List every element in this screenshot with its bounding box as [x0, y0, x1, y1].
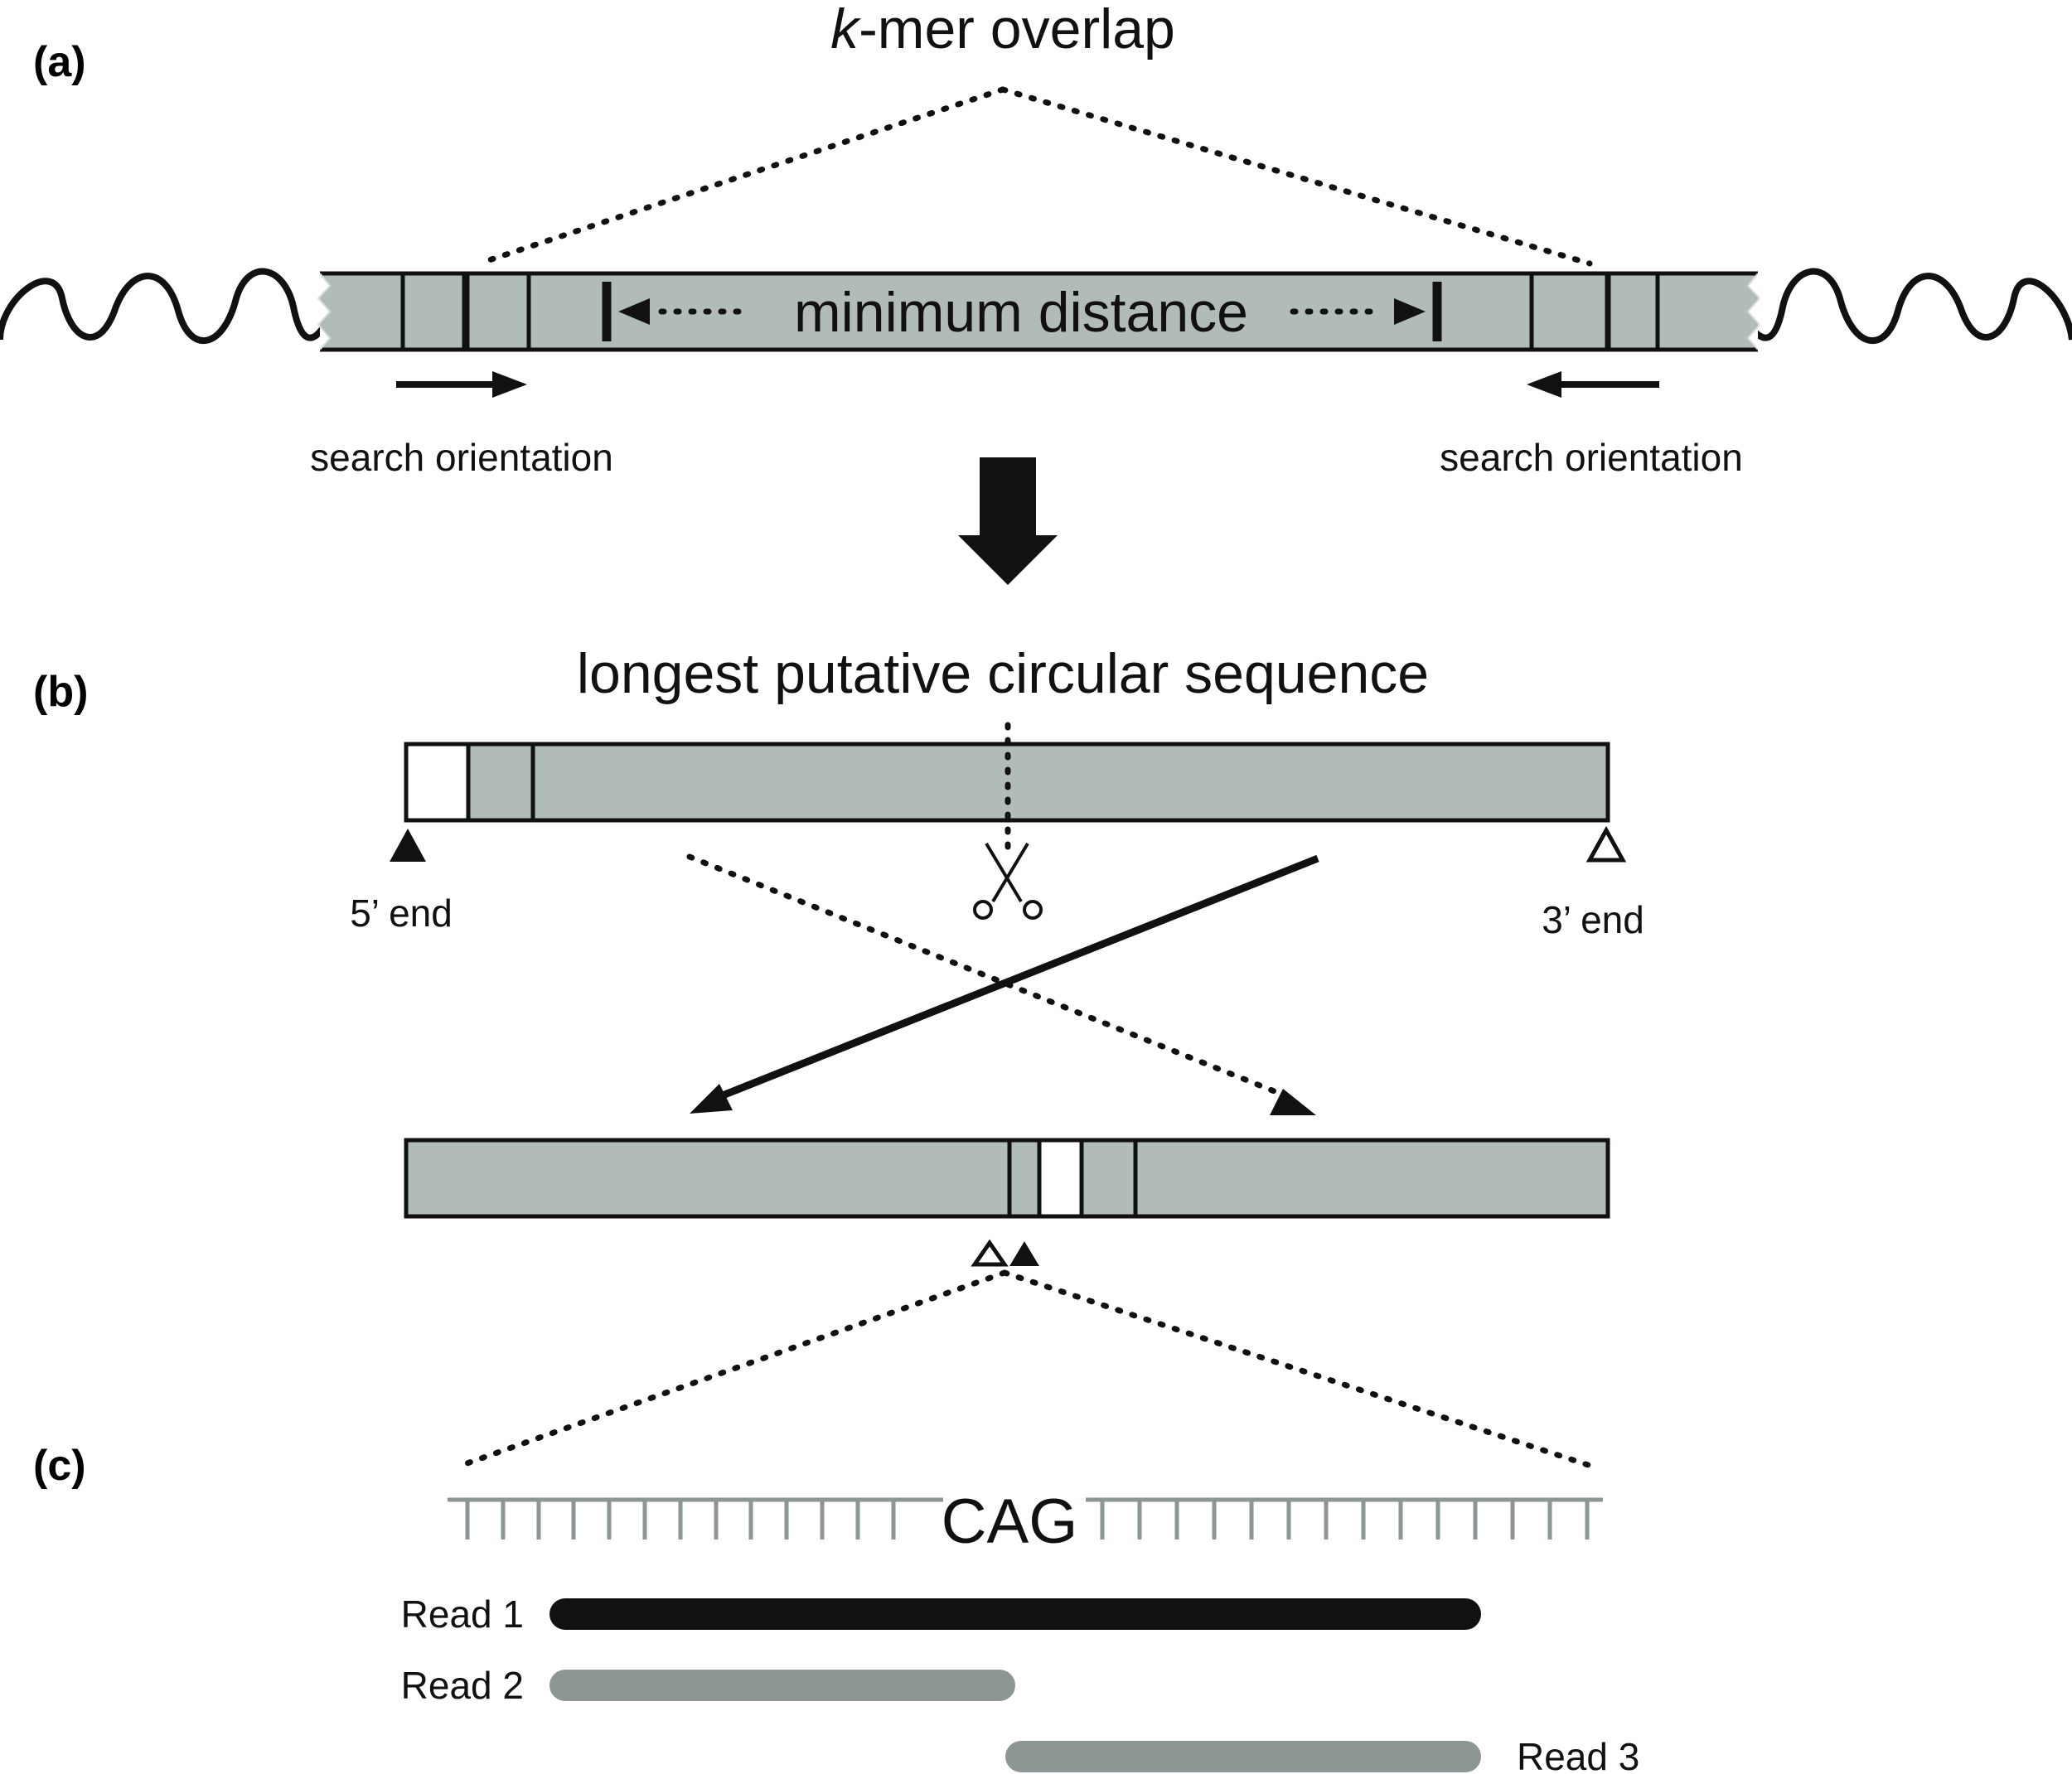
kmer-k: k — [830, 0, 861, 60]
cag-sequence: CAG — [942, 1486, 1078, 1557]
min-distance-right-arrowhead — [1394, 298, 1426, 325]
scissors-icon — [973, 842, 1043, 920]
five-prime-marker — [390, 829, 426, 862]
read-1-label: Read 1 — [401, 1593, 524, 1636]
left-search-arrowhead — [492, 371, 527, 398]
junction-three-prime-marker — [971, 1239, 1009, 1267]
overlap-line-left — [476, 86, 1006, 267]
three-prime-label: 3’ end — [1542, 898, 1644, 941]
three-prime-marker — [1585, 825, 1627, 863]
left-wavy-flank — [0, 268, 327, 345]
panel-a-label: (a) — [33, 38, 86, 86]
panel-b-label: (b) — [33, 668, 88, 716]
rotated-sequence-bar — [404, 1138, 1610, 1219]
right-wavy-flank — [1747, 268, 2072, 345]
min-distance-left-arrowhead — [618, 298, 650, 325]
sequence-bar-a — [320, 273, 1758, 350]
solid-arrowhead — [690, 1084, 733, 1114]
kmer-white-box-bottom — [1037, 1138, 1084, 1219]
panel-a: (a) k-mer overlap minimum distance — [0, 0, 2072, 479]
rearrangement-dotted-arrow — [686, 853, 1288, 1099]
zoom-line-left — [459, 1269, 1008, 1468]
right-search-arrowhead — [1527, 371, 1561, 398]
overlap-line-right — [1000, 86, 1593, 267]
kmer-overlap-title: k-mer overlap — [830, 0, 1175, 60]
zoom-line-right — [1001, 1269, 1591, 1468]
left-search-orientation: search orientation — [310, 436, 613, 479]
right-search-orientation: search orientation — [1440, 436, 1743, 479]
torn-edge-left — [317, 273, 332, 350]
torn-edge-right — [1746, 273, 1761, 350]
kmer-title-rest: -mer overlap — [859, 0, 1175, 60]
read-2-label: Read 2 — [401, 1664, 524, 1707]
panel-c-label: (c) — [33, 1442, 86, 1490]
minimum-distance-label: minimum distance — [794, 281, 1248, 344]
five-prime-label: 5’ end — [350, 892, 453, 935]
rearrangement-solid-arrow — [721, 854, 1319, 1100]
read-3-label: Read 3 — [1517, 1735, 1639, 1774]
down-arrow-icon — [958, 457, 1058, 585]
dotted-arrowhead — [1270, 1089, 1316, 1115]
longest-sequence-title: longest putative circular sequence — [577, 642, 1429, 705]
panel-c: (c) CAG Read 1 Read 2 Read 3 — [33, 1442, 1639, 1774]
panel-b: (b) longest putative circular sequence 5… — [33, 642, 1644, 1468]
junction-five-prime-marker — [1009, 1241, 1039, 1266]
sequence-ticks — [448, 1497, 1603, 1540]
kmer-white-box-top — [404, 742, 471, 823]
